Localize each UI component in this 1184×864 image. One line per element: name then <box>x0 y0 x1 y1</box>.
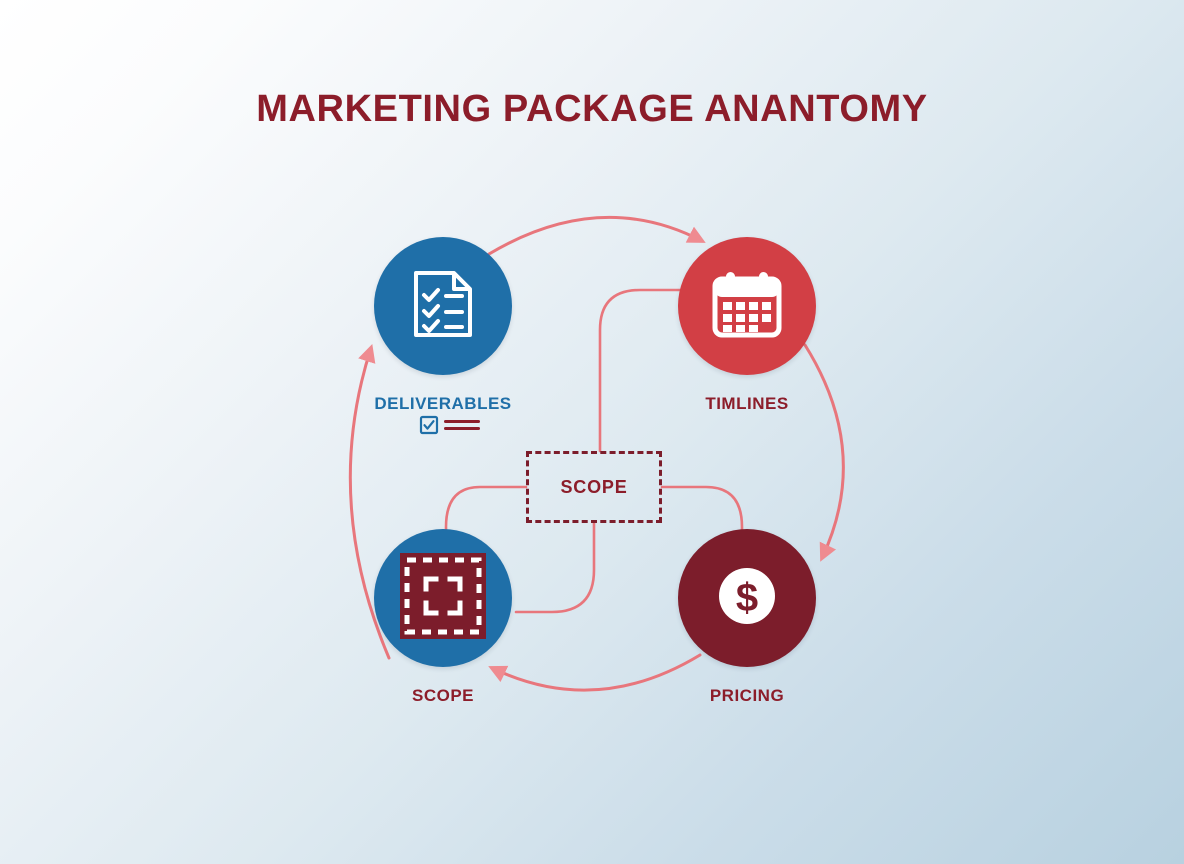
node-label-scope: SCOPE <box>411 686 475 705</box>
checkbox-lines-icon <box>419 415 483 435</box>
page-title: MARKETING PACKAGE ANANTOMY <box>256 88 928 130</box>
calendar-icon <box>711 269 783 344</box>
checklist-document-icon <box>412 269 474 344</box>
node-timelines[interactable] <box>678 237 816 375</box>
node-label-pricing: PRICING <box>709 686 785 705</box>
center-scope-box[interactable]: SCOPE <box>526 451 662 523</box>
arrow-deliverables-to-timelines <box>487 215 706 256</box>
node-deliverables[interactable] <box>374 237 512 375</box>
dollar-coin-icon: $ <box>711 560 783 637</box>
arrow-timelines-to-pricing <box>803 343 845 562</box>
crop-frame-icon <box>400 552 486 644</box>
svg-text:$: $ <box>736 576 758 620</box>
center-scope-label: SCOPE <box>560 476 628 497</box>
node-pricing[interactable]: $ <box>678 529 816 667</box>
node-label-deliverables: DELIVERABLES <box>374 394 512 413</box>
node-scope[interactable] <box>374 529 512 667</box>
connector-center-to-scope-lower <box>514 521 596 614</box>
node-label-timelines: TIMLINES <box>705 394 789 413</box>
arrow-pricing-to-scope <box>488 653 702 692</box>
